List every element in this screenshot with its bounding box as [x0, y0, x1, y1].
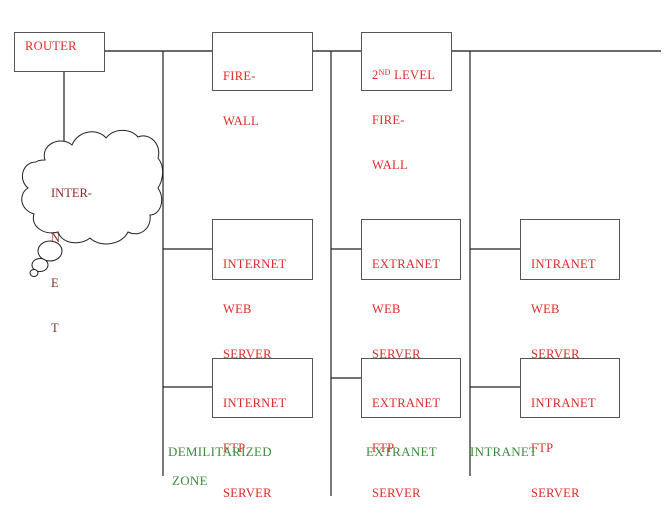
label-line: SERVER — [372, 347, 421, 361]
cloud-label-line: E — [51, 276, 59, 290]
zone-label-dmz-line2: ZONE — [172, 473, 208, 488]
label-line: WEB — [372, 302, 401, 316]
label-line: INTRANET — [531, 257, 596, 271]
label-line: EXTRANET — [372, 396, 441, 410]
label-line: FIRE- — [372, 113, 405, 127]
label-line: FTP — [531, 441, 554, 455]
label-line: FIRE- — [223, 69, 256, 83]
internet-ftp-server-node[interactable]: INTERNET FTP SERVER — [212, 358, 313, 500]
label-line: INTRANET — [531, 396, 596, 410]
cloud-label-line: T — [51, 321, 59, 335]
label-prefix: 2 — [372, 68, 379, 82]
label-line: WALL — [223, 114, 259, 128]
intranet-ftp-server-label: INTRANET FTP SERVER — [531, 366, 596, 531]
second-level-firewall-label: 2ND LEVEL FIRE- WALL — [372, 38, 435, 203]
label-line: WEB — [223, 302, 252, 316]
extranet-web-server-node[interactable]: EXTRANET WEB SERVER — [361, 219, 461, 361]
label-line: INTERNET — [223, 396, 287, 410]
label-line: SERVER — [223, 486, 272, 500]
label-line: EXTRANET — [372, 257, 441, 271]
intranet-web-server-node[interactable]: INTRANET WEB SERVER — [520, 219, 620, 361]
label-line: WALL — [372, 158, 408, 172]
internet-cloud-icon — [21, 129, 164, 277]
second-level-firewall-node[interactable]: 2ND LEVEL FIRE- WALL — [361, 32, 452, 172]
extranet-web-server-label: EXTRANET WEB SERVER — [372, 227, 440, 392]
router-node[interactable]: ROUTER — [14, 32, 105, 72]
internet-ftp-server-label: INTERNET FTP SERVER — [223, 366, 287, 531]
label-line: SERVER — [531, 486, 580, 500]
label-line: SERVER — [372, 486, 421, 500]
label-line: SERVER — [531, 347, 580, 361]
zone-label-extranet: EXTRANET — [366, 444, 437, 459]
intranet-web-server-label: INTRANET WEB SERVER — [531, 227, 596, 392]
router-label: ROUTER — [25, 39, 77, 53]
internet-cloud-label: INTER- N E T — [51, 156, 92, 351]
firewall-label: FIRE- WALL — [223, 39, 259, 159]
cloud-label-line: INTER- — [51, 186, 92, 200]
label-suffix: LEVEL — [390, 68, 436, 82]
thought-bubble-small — [29, 269, 39, 277]
thought-bubble-large — [37, 240, 63, 262]
label-superscript: ND — [378, 68, 391, 77]
label-line: FTP — [223, 441, 246, 455]
extranet-ftp-server-node[interactable]: EXTRANET FTP SERVER — [361, 358, 461, 500]
firewall-node[interactable]: FIRE- WALL — [212, 32, 313, 128]
zone-label-intranet: INTRANET — [470, 444, 538, 459]
extranet-ftp-server-label: EXTRANET FTP SERVER — [372, 366, 440, 531]
label-line: 2ND LEVEL — [372, 68, 435, 83]
internet-web-server-label: INTERNET WEB SERVER — [223, 227, 287, 392]
label-line: FTP — [372, 441, 395, 455]
label-line: INTERNET — [223, 257, 287, 271]
internet-web-server-node[interactable]: INTERNET WEB SERVER — [212, 219, 313, 361]
thought-bubble-medium — [31, 258, 49, 272]
cloud-label-line: N — [51, 231, 61, 245]
label-line: SERVER — [223, 347, 272, 361]
label-line: WEB — [531, 302, 560, 316]
intranet-ftp-server-node[interactable]: INTRANET FTP SERVER — [520, 358, 620, 500]
zone-label-dmz: DEMILITARIZED — [168, 444, 272, 459]
